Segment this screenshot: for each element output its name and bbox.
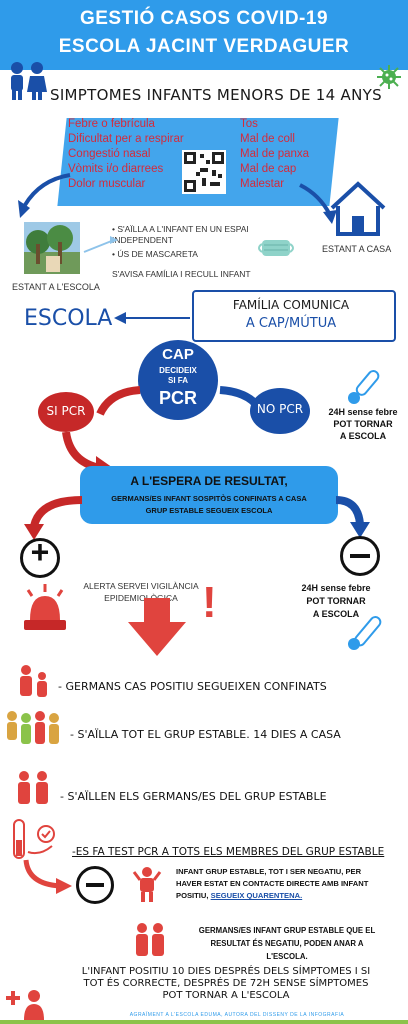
symptom-item: Vòmits i/o diarrees	[68, 163, 164, 175]
symptom-item: Dolor muscular	[68, 178, 146, 190]
symptom-item: Congestió nasal	[68, 148, 151, 160]
minus-icon-2	[86, 883, 104, 887]
siblings-icon	[18, 771, 48, 804]
down-arrow-icon	[128, 598, 186, 656]
home-label: ESTANT A CASA	[322, 244, 392, 254]
thermometer-icon	[348, 370, 380, 404]
positive-step-4: -ES FA TEST PCR A TOTS ELS MEMBRES DEL G…	[72, 846, 385, 858]
siblings-icon-2	[136, 923, 164, 956]
action-item: • S'AÏLLA A L'INFANT EN UN ESPAI INDEPEN…	[112, 224, 249, 245]
qr-code-icon[interactable]	[182, 150, 226, 194]
minus-icon	[350, 554, 370, 558]
subtitle: SIMPTOMES INFANTS MENORS DE 14 ANYS	[50, 86, 382, 104]
cap-pcr: PCR	[158, 388, 197, 408]
title-line-2: ESCOLA JACINT VERDAGUER	[58, 36, 350, 57]
si-pcr-bubble	[38, 392, 94, 432]
no-pcr-label: NO PCR	[256, 402, 304, 416]
cap-title: CAP	[162, 346, 194, 363]
family-line-1: FAMÍLIA COMUNICA	[232, 298, 350, 312]
no-pcr-bubble	[250, 388, 310, 434]
waiting-line-1: GERMANS/ES INFANT SOSPITÒS CONFINATS A C…	[111, 494, 307, 503]
cap-circle	[138, 340, 218, 420]
escola-arrow	[114, 312, 190, 324]
symptoms-right-list: Tos Mal de coll Mal de panxa Mal de cap …	[240, 118, 330, 190]
final-text: L'INFANT POSITIU 10 DIES DESPRÉS DELS SÍ…	[81, 966, 371, 1001]
school-actions-arrow	[83, 236, 118, 253]
family-line-2: A CAP/MÚTUA	[245, 316, 337, 331]
waiting-box	[80, 466, 338, 524]
symptoms-arrows	[18, 173, 337, 224]
symptom-item: Mal de coll	[240, 133, 295, 145]
symptom-item: Febre o febrícula	[68, 118, 155, 130]
school-photo	[24, 222, 80, 274]
symptom-item: Malestar	[240, 178, 285, 190]
positive-step-2: - S'AÏLLA TOT EL GRUP ESTABLE. 14 DIES A…	[70, 728, 341, 741]
thermometer-icon-2	[348, 616, 382, 650]
medical-person-icon	[6, 990, 44, 1020]
title-line-1: GESTIÓ CASOS COVID-19	[79, 8, 329, 29]
waiting-title: A L'ESPERA DE RESULTAT,	[130, 474, 288, 488]
header-banner	[0, 0, 408, 70]
house-icon	[330, 181, 386, 236]
action-item: S'AVISA FAMÍLIA I RECULL INFANT	[112, 269, 251, 279]
positive-result-icon	[20, 538, 60, 578]
negative-group-icon	[76, 866, 114, 904]
cap-sub-2: SI FA	[167, 376, 188, 385]
waiting-line-2: GRUP ESTABLE SEGUEIX ESCOLA	[145, 506, 273, 515]
si-pcr-label: SI PCR	[46, 404, 86, 418]
stable-group-icon	[7, 711, 59, 744]
family-box	[192, 290, 396, 342]
footer-credit: AGRAÏMENT A L'ESCOLA EDUMA, AUTORA DEL D…	[129, 1012, 345, 1018]
plus-icon: +	[30, 534, 50, 570]
result-branch-arrows	[24, 496, 370, 540]
positive-step-1: - GERMANS CAS POSITIU SEGUEIXEN CONFINAT…	[58, 680, 327, 693]
symptom-item: Dificultat per a respirar	[68, 133, 184, 145]
symptom-item: Mal de cap	[240, 163, 297, 175]
cap-sub-1: DECIDEIX	[159, 366, 197, 375]
virus-icon	[377, 65, 401, 89]
child-icon	[132, 867, 162, 902]
action-item: • ÚS DE MASCARETA	[112, 249, 198, 259]
school-actions: • S'AÏLLA A L'INFANT EN UN ESPAI INDEPEN…	[112, 224, 272, 280]
symptom-item: Tos	[240, 118, 258, 130]
negative-group-text: INFANT GRUP ESTABLE, TOT I SER NEGATIU, …	[176, 867, 369, 900]
footer-bar	[0, 1020, 408, 1024]
exclamation-icon: !	[202, 578, 217, 627]
test-tube-icon	[13, 819, 55, 859]
children-icon	[11, 62, 47, 100]
escola-label: ESCOLA	[24, 306, 113, 331]
siren-icon	[24, 584, 66, 630]
family-icon	[20, 665, 47, 697]
negative-arrow	[23, 859, 72, 894]
mask-icon	[258, 240, 294, 256]
symptoms-left-list: Febre o febrícula Dificultat per a respi…	[68, 118, 208, 190]
positive-step-3: - S'AÏLLEN ELS GERMANS/ES DEL GRUP ESTAB…	[60, 790, 327, 803]
school-label: ESTANT A L'ESCOLA	[12, 282, 100, 292]
symptom-item: Mal de panxa	[240, 148, 310, 160]
